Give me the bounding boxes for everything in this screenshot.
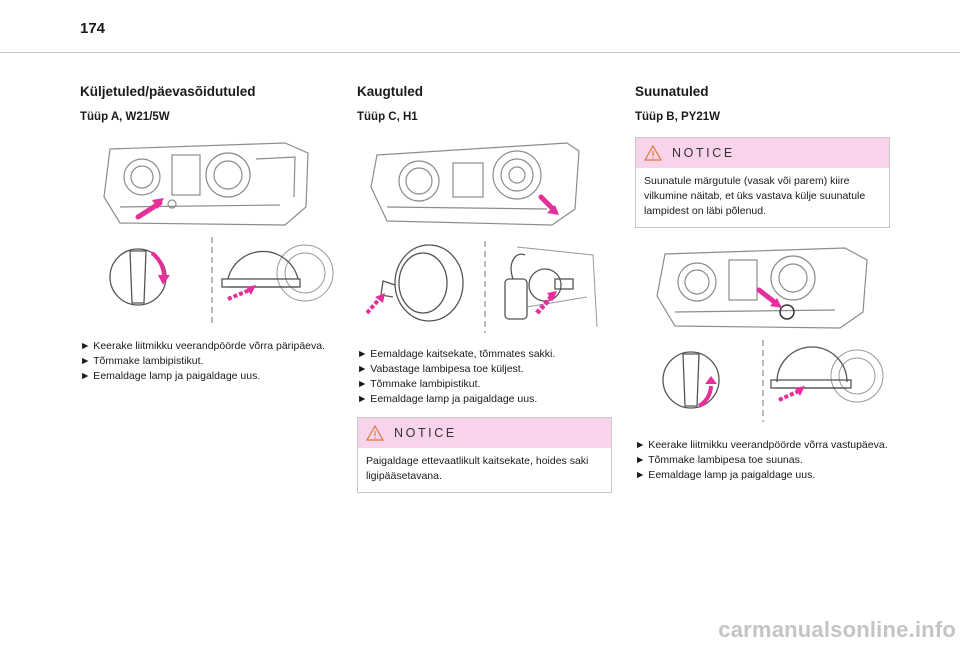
section-title: Kaugtuled [357, 84, 423, 99]
section-title: Küljetuled/päevasõidutuled [80, 84, 256, 99]
instruction-step: ► Eemaldage lamp ja paigaldage uus. [80, 370, 261, 382]
instruction-step: ► Keerake liitmikku veerandpöörde võrra … [80, 340, 326, 352]
page-number: 174 [80, 20, 106, 37]
instruction-step: ► Tõmmake lambipistikut. [80, 355, 204, 367]
header-rule [0, 52, 960, 53]
instruction-step: ► Vabastage lambipesa toe küljest. [357, 363, 524, 375]
notice-header: NOTICE [636, 138, 889, 168]
notice-title: NOTICE [672, 146, 735, 160]
notice-text: Paigaldage ettevaatlikult kaitsekate, ho… [366, 455, 589, 482]
section-high-beam: Kaugtuled Tüüp C, H1 [357, 84, 612, 493]
warning-triangle-icon [644, 145, 662, 161]
socket-rotate-illustration [80, 233, 335, 327]
instruction-step: ► Tõmmake lambipistikut. [357, 378, 481, 390]
instruction-list: ► Keerake liitmikku veerandpöörde võrra … [80, 339, 335, 384]
instruction-list: ► Keerake liitmikku veerandpöörde võrra … [635, 438, 890, 483]
notice-header: NOTICE [358, 418, 611, 448]
section-subtitle: Tüüp C, H1 [357, 111, 418, 123]
headlamp-rear-illustration [635, 240, 890, 332]
section-indicators: Suunatuled Tüüp B, PY21W NOTICE Suunatul… [635, 84, 890, 483]
notice-text: Suunatule märgutule (vasak või parem) ki… [644, 175, 866, 217]
socket-rotate-illustration [635, 336, 890, 426]
headlamp-rear-illustration [357, 137, 612, 229]
section-side-lamps: Küljetuled/päevasõidutuled Tüüp A, W21/5… [80, 84, 335, 384]
section-subtitle: Tüüp A, W21/5W [80, 111, 170, 123]
instruction-list: ► Eemaldage kaitsekate, tõmmates sakki. … [357, 347, 612, 407]
section-subtitle: Tüüp B, PY21W [635, 111, 720, 123]
instruction-step: ► Eemaldage lamp ja paigaldage uus. [635, 469, 816, 481]
instruction-step: ► Eemaldage lamp ja paigaldage uus. [357, 393, 538, 405]
instruction-step: ► Tõmmake lambipesa toe suunas. [635, 454, 803, 466]
cover-removal-illustration [357, 237, 612, 337]
instruction-step: ► Eemaldage kaitsekate, tõmmates sakki. [357, 348, 556, 360]
warning-triangle-icon [366, 425, 384, 441]
headlamp-rear-illustration [80, 137, 335, 229]
notice-box: NOTICE Suunatule märgutule (vasak või pa… [635, 137, 890, 228]
section-title: Suunatuled [635, 84, 709, 99]
watermark: carmanualsonline.info [718, 617, 956, 642]
instruction-step: ► Keerake liitmikku veerandpöörde võrra … [635, 439, 888, 451]
notice-box: NOTICE Paigaldage ettevaatlikult kaitsek… [357, 417, 612, 493]
notice-title: NOTICE [394, 426, 457, 440]
